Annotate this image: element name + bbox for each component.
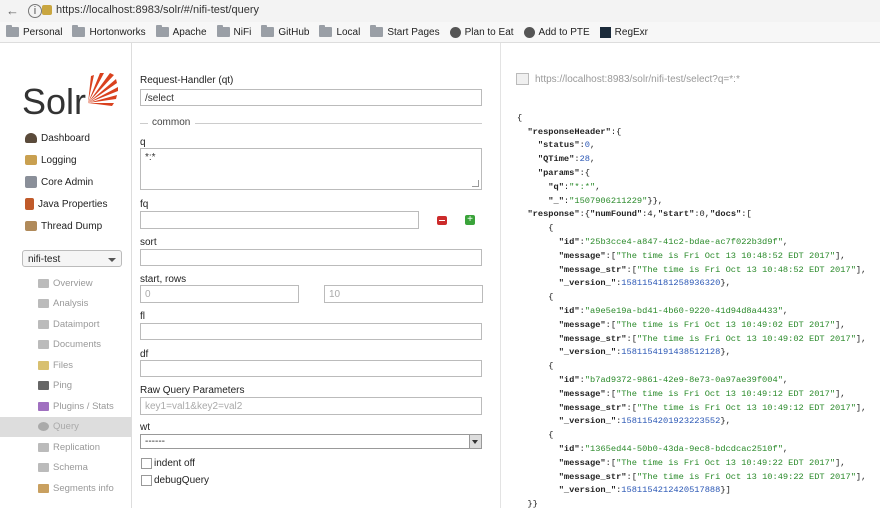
folder-icon <box>216 25 230 37</box>
bookmarks-bar: Personal Hortonworks Apache NiFi GitHub … <box>0 22 880 43</box>
bookmark-github[interactable]: GitHub <box>261 25 309 38</box>
core-menu-schema[interactable]: Schema <box>0 458 131 479</box>
java-icon <box>25 198 34 210</box>
debug-query-checkbox[interactable] <box>141 475 152 486</box>
bookmark-local[interactable]: Local <box>319 25 360 38</box>
request-handler-label: Request-Handler (qt) <box>140 75 234 86</box>
address-field[interactable]: https://localhost:8983/solr/#/nifi-test/… <box>56 4 259 16</box>
main-menu: Dashboard Logging Core Admin Java Proper… <box>0 127 131 237</box>
indent-checkbox[interactable] <box>141 458 152 469</box>
schema-icon <box>38 463 49 473</box>
dashboard-icon <box>25 133 37 143</box>
ping-icon <box>38 381 49 391</box>
wt-label: wt <box>140 422 150 433</box>
core-menu-replication[interactable]: Replication <box>0 437 131 458</box>
thread-dump-icon <box>25 221 37 231</box>
chevron-down-icon <box>108 258 116 262</box>
core-menu-analysis[interactable]: Analysis <box>0 294 131 315</box>
add-fq-button[interactable]: + <box>465 215 475 225</box>
solr-sun-icon <box>88 73 118 106</box>
remove-fq-button[interactable] <box>437 216 447 225</box>
sort-input[interactable] <box>140 249 482 266</box>
fq-label: fq <box>140 199 149 210</box>
replication-icon <box>38 442 49 452</box>
folder-icon <box>6 25 19 37</box>
solr-logo[interactable]: Solr <box>20 73 120 123</box>
chevron-down-icon <box>469 435 481 448</box>
globe-icon <box>449 26 461 38</box>
segments-icon <box>38 483 49 493</box>
bookmark-personal[interactable]: Personal <box>6 25 62 38</box>
browser-url-bar: ← i https://localhost:8983/solr/#/nifi-t… <box>0 0 880 23</box>
sort-label: sort <box>140 237 157 248</box>
bookmark-add-to-pte[interactable]: Add to PTE <box>523 26 590 38</box>
documents-icon <box>38 340 49 350</box>
bookmark-nifi[interactable]: NiFi <box>216 25 251 38</box>
start-input[interactable]: 0 <box>140 285 299 303</box>
folder-icon <box>72 25 86 37</box>
menu-java-properties[interactable]: Java Properties <box>0 193 131 215</box>
fq-input[interactable] <box>140 211 419 229</box>
core-menu-query[interactable]: Query <box>0 416 131 437</box>
raw-params-input[interactable]: key1=val1&key2=val2 <box>140 397 482 415</box>
df-input[interactable] <box>140 360 482 377</box>
query-form: Request-Handler (qt) /select common q *:… <box>140 43 485 508</box>
menu-thread-dump[interactable]: Thread Dump <box>0 215 131 237</box>
folder-icon <box>155 25 169 37</box>
core-admin-icon <box>25 176 37 188</box>
info-icon[interactable]: i <box>28 4 42 18</box>
bookmark-apache[interactable]: Apache <box>155 25 207 38</box>
core-menu-documents[interactable]: Documents <box>0 335 131 356</box>
bookmark-hortonworks[interactable]: Hortonworks <box>72 25 146 38</box>
bookmark-plan-to-eat[interactable]: Plan to Eat <box>449 26 514 38</box>
df-label: df <box>140 349 149 360</box>
panel-divider <box>500 43 501 508</box>
folder-icon <box>261 25 275 37</box>
start-rows-label: start, rows <box>140 274 187 285</box>
folder-icon <box>370 25 384 37</box>
core-menu-dataimport[interactable]: Dataimport <box>0 314 131 335</box>
common-legend: common <box>140 117 482 129</box>
menu-logging[interactable]: Logging <box>0 149 131 171</box>
dataimport-icon <box>38 319 49 329</box>
plugins-icon <box>38 401 49 411</box>
response-json: { "responseHeader":{ "status":0, "QTime"… <box>517 112 867 510</box>
sidebar: Solr Dashboard Logging Core Admin Java P… <box>0 43 132 508</box>
wt-select[interactable]: ------ <box>140 434 482 449</box>
request-handler-input[interactable]: /select <box>140 89 482 106</box>
raw-params-label: Raw Query Parameters <box>140 385 245 396</box>
core-menu-files[interactable]: Files <box>0 355 131 376</box>
core-menu-segments-info[interactable]: Segments info <box>0 478 131 499</box>
lock-warning-icon[interactable] <box>42 5 52 15</box>
core-menu-ping[interactable]: Ping <box>0 376 131 397</box>
files-icon <box>38 360 49 370</box>
core-menu-plugins-stats[interactable]: Plugins / Stats <box>0 396 131 417</box>
folder-icon <box>319 25 333 37</box>
funnel-icon <box>38 299 49 309</box>
bookmark-regexr[interactable]: RegExr <box>599 26 648 38</box>
core-menu-overview[interactable]: Overview <box>0 273 131 294</box>
q-label: q <box>140 137 146 148</box>
menu-dashboard[interactable]: Dashboard <box>0 127 131 149</box>
indent-label: indent off <box>154 458 195 469</box>
bookmark-start-pages[interactable]: Start Pages <box>370 25 440 38</box>
rows-input[interactable]: 10 <box>324 285 483 303</box>
fl-label: fl <box>140 311 145 322</box>
back-arrow-icon[interactable]: ← <box>6 3 19 18</box>
logging-icon <box>25 155 37 165</box>
debug-query-label: debugQuery <box>154 475 210 486</box>
link-icon <box>516 73 529 85</box>
q-textarea[interactable]: *:* <box>140 148 482 190</box>
fl-input[interactable] <box>140 323 482 340</box>
resize-handle-icon[interactable] <box>472 180 479 187</box>
magnifier-icon <box>38 422 49 432</box>
globe-icon <box>523 26 535 38</box>
menu-core-admin[interactable]: Core Admin <box>0 171 131 193</box>
core-selector[interactable]: nifi-test <box>22 250 122 267</box>
request-url-link[interactable]: https://localhost:8983/solr/nifi-test/se… <box>516 73 740 85</box>
core-menu: Overview Analysis Dataimport Documents F… <box>0 273 131 499</box>
regexr-icon <box>599 26 611 38</box>
overview-icon <box>38 278 49 288</box>
